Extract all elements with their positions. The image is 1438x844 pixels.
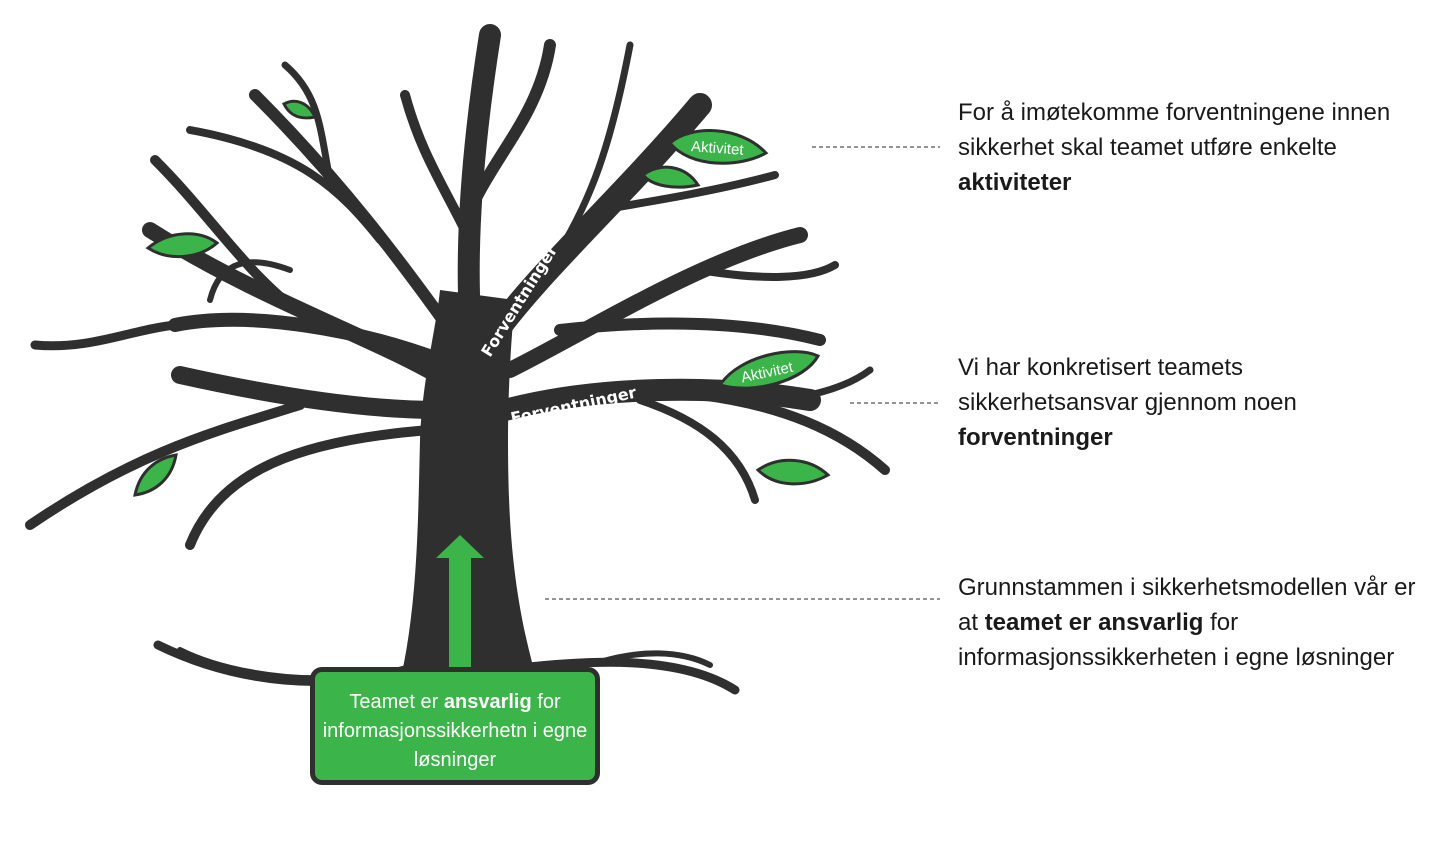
branch-left-bottom <box>185 425 435 550</box>
branch-upper-left-twig <box>281 61 334 184</box>
root-box-text-bold: ansvarlig <box>443 691 532 713</box>
note-responsibility-text: Grunnstammen i sikkerhetsmodellen vår er… <box>958 574 1416 636</box>
svg-text:Aktivitet: Aktivitet <box>691 138 745 159</box>
branch-left-mid-ext <box>30 320 180 351</box>
branch-upper-left-sub <box>186 126 384 244</box>
branch-right-mid-twig <box>696 261 839 281</box>
arrow-up-icon <box>436 535 484 672</box>
note-responsibility-bold: teamet er ansvarlig <box>984 609 1204 636</box>
branch-right-mid-2 <box>554 317 826 346</box>
branch-left-mid <box>168 312 447 367</box>
branch-center-top <box>457 24 501 331</box>
branch-right-low-up <box>776 366 874 404</box>
leaf <box>640 165 701 189</box>
leaf-activity-2: Aktivitet <box>717 350 821 390</box>
root-responsibility-box: Teamet er ansvarlig for informasjonssikk… <box>310 667 600 785</box>
branch-right-low-twig <box>636 396 759 504</box>
branch-right-low <box>494 378 821 421</box>
branch-right-upper-twig <box>596 171 779 214</box>
branch-left-low-ext <box>25 400 305 530</box>
tree-trunk <box>398 290 540 690</box>
leaf <box>282 99 318 120</box>
branch-center-right <box>469 39 556 206</box>
branch-left-twig <box>207 259 293 303</box>
root-box-text-before: Teamet er <box>349 691 444 713</box>
root-right <box>515 657 740 695</box>
leaf-activity-1: Aktivitet <box>667 129 769 165</box>
leaf <box>755 458 831 486</box>
root-box-text-after: for informasjonssikkerhetn i egne løsnin… <box>322 691 588 771</box>
note-activities: For å imøtekomme forventningene innen si… <box>958 95 1428 200</box>
note-expectations-text: Vi har konkretisert teamets sikkerhetsan… <box>958 354 1297 416</box>
note-expectations-bold: forventninger <box>958 424 1113 451</box>
branch-left-low <box>171 366 447 419</box>
note-activities-text: For å imøtekomme forventningene innen si… <box>958 99 1391 161</box>
leaf <box>133 453 178 497</box>
branch-left-sub <box>150 155 315 325</box>
root-right-2 <box>597 650 713 668</box>
branch-right-low-ext <box>695 390 890 475</box>
note-expectations: Vi har konkretisert teamets sikkerhetsan… <box>958 350 1428 455</box>
branch-right-mid <box>502 227 808 378</box>
note-responsibility: Grunnstammen i sikkerhetsmodellen vår er… <box>958 570 1428 675</box>
branch-center-left <box>400 90 470 235</box>
branch-right-upper-twig2 <box>556 41 634 254</box>
branch-right-upper <box>478 93 712 352</box>
leaf <box>145 232 220 259</box>
note-activities-bold: aktiviteter <box>958 169 1072 196</box>
note-responsibility-after: for informasjonssikkerheten i egne løsni… <box>958 609 1395 671</box>
